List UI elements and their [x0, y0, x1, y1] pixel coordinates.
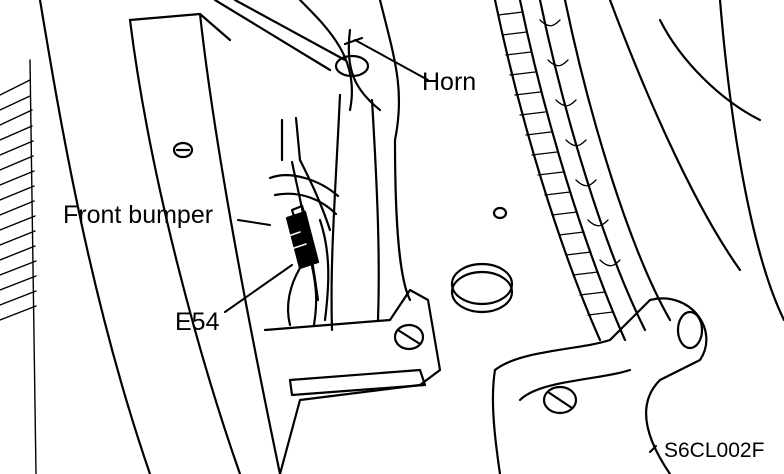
e54-connector	[282, 204, 320, 327]
e54-leader-line	[224, 264, 293, 313]
front-bumper-leader-line	[237, 219, 271, 226]
radiator-core	[493, 0, 762, 342]
left-edge-hatching	[0, 59, 37, 474]
rubber-plug	[450, 206, 514, 314]
front-bumper-label: Front bumper	[63, 201, 214, 229]
figure-code-tick	[649, 445, 657, 453]
figure-code-label: S6CL002F	[664, 439, 765, 462]
e54-connector-label: E54	[175, 308, 220, 336]
leader-lines	[224, 39, 657, 453]
mounting-bracket	[263, 288, 442, 474]
horn-leader-line	[354, 39, 429, 81]
horn-label: Horn	[422, 68, 477, 96]
lower-bracket	[491, 0, 784, 474]
fender-panel	[38, 0, 282, 474]
horn-assembly	[213, 0, 412, 332]
